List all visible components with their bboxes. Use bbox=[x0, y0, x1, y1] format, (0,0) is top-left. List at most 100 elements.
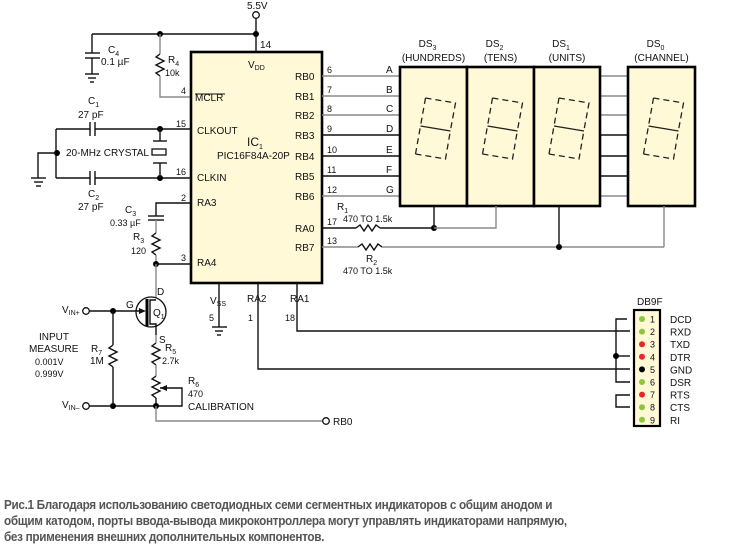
r3-value: 120 bbox=[131, 246, 146, 256]
r5-ref: R5 bbox=[165, 343, 176, 356]
display-group: DS3(HUNDREDS)DS2(TENS)DS1(UNITS)DS0(CHAN… bbox=[398, 39, 697, 208]
digit-select-lines: R1 470 TO 1.5k R2 470 TO 1.5k bbox=[322, 202, 665, 276]
segment-label-f: F bbox=[386, 165, 392, 176]
pin-label-vss: VSS bbox=[210, 296, 226, 308]
pin-led-icon bbox=[639, 379, 645, 385]
pin-number-10: 10 bbox=[327, 145, 337, 155]
display-role: (HUNDREDS) bbox=[402, 53, 465, 64]
pin-label-rb7: RB7 bbox=[295, 243, 315, 254]
pin-label-ra4: RA4 bbox=[197, 258, 217, 269]
display-ds2: DS2(TENS) bbox=[465, 39, 536, 208]
pin-number-2: 2 bbox=[181, 193, 186, 203]
seven-segment-icon bbox=[481, 97, 524, 160]
pin-signal: DTR bbox=[670, 353, 691, 364]
pin-number-12: 12 bbox=[327, 185, 337, 195]
pin-signal: CTS bbox=[670, 403, 690, 414]
rb0-label: RB0 bbox=[333, 417, 353, 428]
input-range-low: 0.001V bbox=[35, 357, 64, 367]
q1-source-label: S bbox=[159, 335, 166, 346]
display-ref: DS0 bbox=[647, 39, 665, 52]
pin-label-rb3: RB3 bbox=[295, 131, 315, 142]
ic-pic16f84a: VDD IC1 PIC16F84A-20P MCLR 4 CLKOUT 15 C… bbox=[176, 50, 337, 336]
c2-ref: C2 bbox=[88, 189, 99, 202]
transistor-q1-icon bbox=[135, 296, 167, 328]
pin-number: 9 bbox=[650, 415, 655, 425]
segment-label-e: E bbox=[386, 145, 393, 156]
segment-label-a: A bbox=[386, 65, 393, 76]
segment-label-c: C bbox=[386, 104, 393, 115]
display-ds3: DS3(HUNDREDS) bbox=[398, 39, 469, 208]
pin-number-4: 4 bbox=[181, 86, 186, 96]
rb0-terminal[interactable] bbox=[322, 417, 330, 425]
pin-label-ra0: RA0 bbox=[295, 224, 315, 235]
crystal-label: 20-MHz CRYSTAL bbox=[66, 148, 149, 159]
display-ref: DS2 bbox=[486, 39, 504, 52]
vin-minus-terminal[interactable] bbox=[82, 402, 90, 410]
r4-value: 10k bbox=[165, 68, 180, 78]
pin-label-ra3: RA3 bbox=[197, 198, 217, 209]
pin-number: 2 bbox=[650, 327, 655, 337]
pin-signal: RI bbox=[670, 416, 680, 427]
q1-ref: Q1 bbox=[153, 308, 165, 321]
pin-label-clkin: CLKIN bbox=[197, 173, 226, 184]
pin-number-3: 3 bbox=[181, 253, 186, 263]
pin-number: 1 bbox=[650, 315, 655, 325]
supply-terminal bbox=[252, 11, 260, 19]
pin-number-9: 9 bbox=[327, 124, 332, 134]
c4-ref: C4 bbox=[108, 45, 119, 58]
vin-plus-terminal[interactable] bbox=[82, 307, 90, 315]
db9-pin-9: 9 RI bbox=[639, 415, 680, 427]
pin-led-icon bbox=[639, 353, 645, 360]
caption-line: без применения внешних дополнительных ко… bbox=[4, 530, 325, 544]
pin-signal: RXD bbox=[670, 328, 691, 339]
c1-value: 27 pF bbox=[78, 110, 104, 121]
pin-label-rb0: RB0 bbox=[295, 72, 315, 83]
r1-ref: R1 bbox=[337, 202, 348, 215]
seven-segment-icon bbox=[642, 97, 685, 160]
r3-ref: R3 bbox=[133, 232, 144, 245]
db9-pin-4: 4 DTR bbox=[639, 352, 691, 364]
pin-number: 8 bbox=[650, 403, 655, 413]
pin-number-8: 8 bbox=[327, 104, 332, 114]
input-title-line1: INPUT bbox=[39, 332, 69, 343]
power-rail: 5.5V 14 bbox=[92, 1, 272, 52]
segment-label-g: G bbox=[386, 185, 394, 196]
pin-number-11: 11 bbox=[327, 165, 336, 175]
pin-signal: TXD bbox=[670, 340, 690, 351]
junction-dot bbox=[54, 150, 60, 156]
resistor-r4: R4 10k bbox=[154, 34, 190, 98]
q1-gate-label: G bbox=[126, 300, 134, 311]
pin-led-icon bbox=[639, 391, 645, 398]
display-role: (TENS) bbox=[484, 53, 517, 64]
pin-led-icon bbox=[639, 404, 645, 411]
display-ref: DS1 bbox=[552, 39, 570, 52]
segment-label-d: D bbox=[386, 124, 393, 135]
input-range-high: 0.999V bbox=[35, 369, 64, 379]
r2-value: 470 TO 1.5k bbox=[343, 266, 393, 276]
pin-label-rb5: RB5 bbox=[295, 172, 315, 183]
pin-number: 4 bbox=[650, 352, 655, 362]
pin-label-rb2: RB2 bbox=[295, 111, 315, 122]
pin-number-16: 16 bbox=[176, 167, 186, 177]
pin-led-icon bbox=[639, 328, 645, 335]
display-ds1: DS1(UNITS) bbox=[532, 39, 602, 208]
pin-label-rb6: RB6 bbox=[295, 192, 315, 203]
schematic: 5.5V 14 C4 0.1 µF R4 10k VDD IC1 PIC16F8… bbox=[29, 1, 697, 428]
pin-label-mclr: MCLR bbox=[195, 93, 223, 104]
pin-number: 5 bbox=[650, 365, 655, 375]
pin-signal: DSR bbox=[670, 378, 691, 389]
pin-signal: RTS bbox=[670, 391, 690, 402]
pin-number-1: 1 bbox=[248, 313, 253, 323]
pin-number-vdd: 14 bbox=[260, 40, 272, 51]
db9-pin-8: 8 CTS bbox=[639, 403, 690, 414]
r6-ref: R6 bbox=[188, 376, 199, 389]
display-role: (CHANNEL) bbox=[634, 53, 688, 64]
pin-number-6: 6 bbox=[327, 65, 332, 75]
input-title-line2: MEASURE bbox=[29, 344, 79, 355]
db9-pin-2: 2 RXD bbox=[639, 327, 691, 339]
figure-caption: Рис.1 Благодаря использованию светодиодн… bbox=[4, 497, 696, 545]
